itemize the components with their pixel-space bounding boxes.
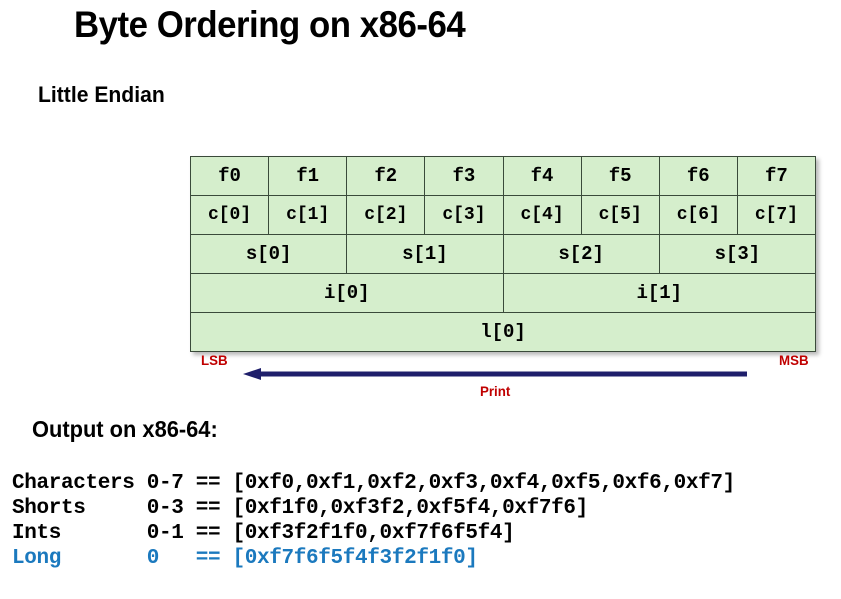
byte-cell-chars-0: c[0] — [189, 195, 270, 235]
endianness-subtitle: Little Endian — [38, 82, 165, 107]
byte-cell-bytes-3: f3 — [424, 156, 504, 196]
output-line-1: Shorts 0-3 == [0xf1f0,0xf3f2,0xf5f4,0xf7… — [12, 497, 588, 520]
byte-cell-bytes-4: f4 — [502, 156, 582, 196]
byte-cell-bytes-1: f1 — [268, 156, 348, 196]
byte-table-row-chars: c[0]c[1]c[2]c[3]c[4]c[5]c[6]c[7] — [189, 195, 817, 235]
print-direction-arrow — [243, 368, 747, 380]
byte-cell-bytes-6: f6 — [658, 156, 738, 196]
byte-cell-shorts-0: s[0] — [189, 234, 348, 274]
byte-cell-chars-4: c[4] — [502, 195, 582, 235]
output-line-2: Ints 0-1 == [0xf3f2f1f0,0xf7f6f5f4] — [12, 522, 515, 545]
byte-cell-ints-0: i[0] — [190, 273, 504, 313]
byte-cell-bytes-7: f7 — [736, 156, 817, 196]
byte-table-row-long: l[0] — [190, 312, 816, 352]
byte-table-row-shorts: s[0]s[1]s[2]s[3] — [189, 234, 817, 274]
byte-cell-chars-6: c[6] — [658, 195, 738, 235]
lsb-label: LSB — [201, 352, 228, 368]
byte-cell-chars-2: c[2] — [346, 195, 426, 235]
output-line-3: Long 0 == [0xf7f6f5f4f3f2f1f0] — [12, 547, 478, 570]
byte-cell-long-0: l[0] — [190, 312, 816, 352]
byte-cell-chars-3: c[3] — [424, 195, 504, 235]
output-line-0: Characters 0-7 == [0xf0,0xf1,0xf2,0xf3,0… — [12, 472, 735, 495]
byte-cell-shorts-2: s[2] — [502, 234, 660, 274]
page-title: Byte Ordering on x86-64 — [74, 4, 466, 45]
output-heading: Output on x86-64: — [32, 416, 218, 442]
byte-cell-chars-5: c[5] — [580, 195, 660, 235]
byte-cell-chars-1: c[1] — [268, 195, 348, 235]
msb-label: MSB — [779, 352, 809, 368]
byte-cell-shorts-3: s[3] — [658, 234, 817, 274]
byte-cell-ints-1: i[1] — [502, 273, 816, 313]
byte-cell-chars-7: c[7] — [736, 195, 817, 235]
byte-cell-bytes-0: f0 — [189, 156, 270, 196]
print-label: Print — [480, 383, 511, 399]
byte-cell-shorts-1: s[1] — [346, 234, 504, 274]
byte-cell-bytes-5: f5 — [580, 156, 660, 196]
byte-table-row-ints: i[0]i[1] — [190, 273, 816, 313]
byte-cell-bytes-2: f2 — [346, 156, 426, 196]
output-console-text: Characters 0-7 == [0xf0,0xf1,0xf2,0xf3,0… — [12, 471, 735, 571]
